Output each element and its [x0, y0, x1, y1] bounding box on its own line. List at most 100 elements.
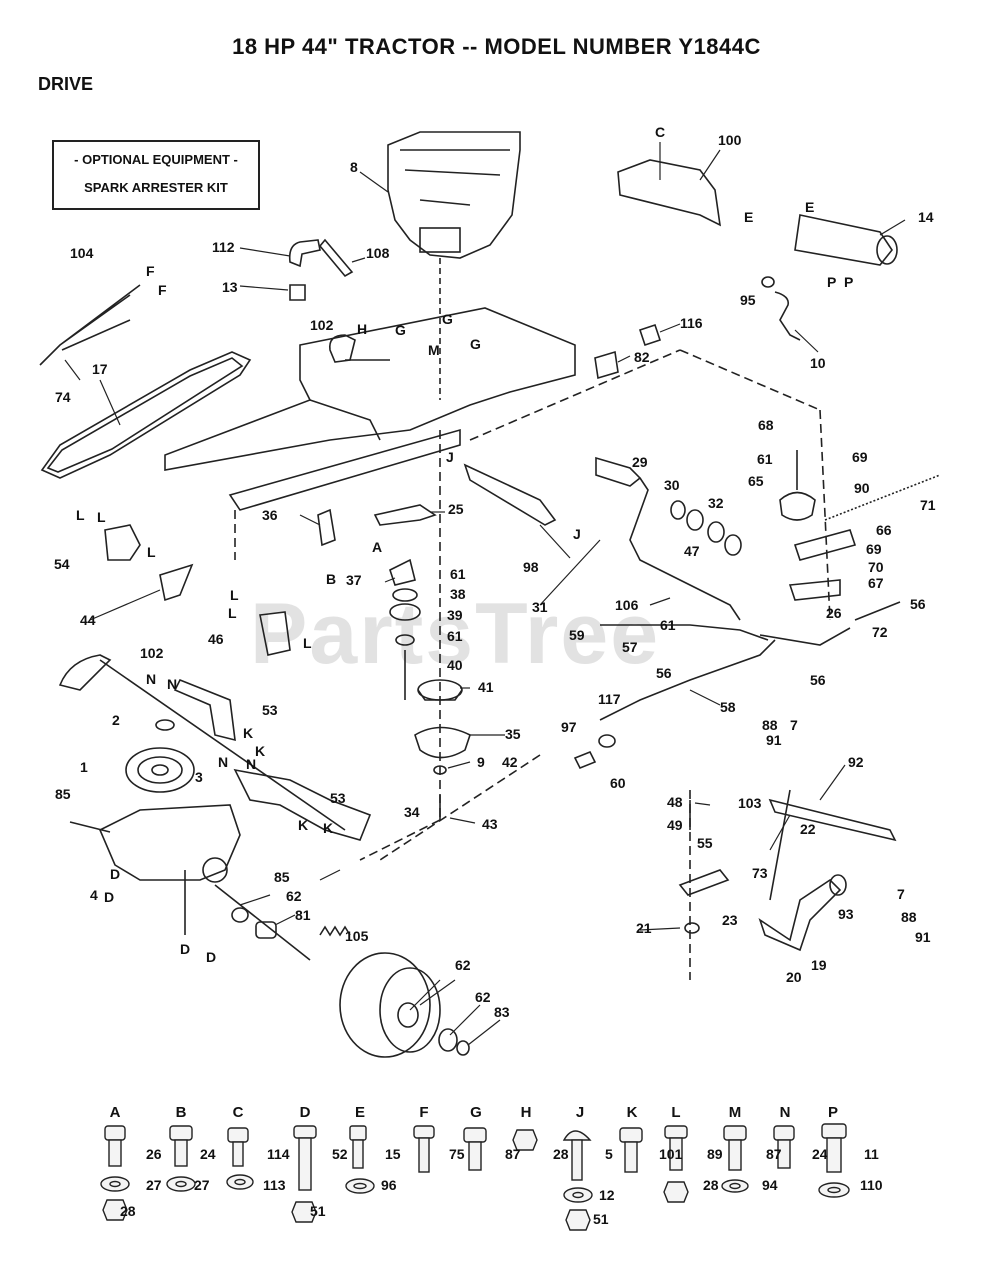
part-callout-c60: 60 [610, 775, 626, 791]
part-callout-c8: 8 [350, 159, 358, 175]
hardware-part-number: 24 [812, 1146, 828, 1162]
part-callout-c19: 19 [811, 957, 827, 973]
part-callout-c3: 3 [195, 769, 203, 785]
part-callout-cK1: K [243, 725, 254, 741]
hardware-letter-D: D [299, 1104, 311, 1121]
hardware-part-number: 114 [267, 1146, 290, 1162]
part-callout-c88b: 88 [901, 909, 917, 925]
part-callout-c117: 117 [598, 691, 621, 707]
part-callout-c1: 1 [80, 759, 88, 775]
part-callout-cH: H [357, 321, 368, 337]
part-callout-cN4: N [246, 756, 257, 772]
part-callout-c93: 93 [838, 906, 854, 922]
part-callout-c39: 39 [447, 607, 463, 623]
transaxle-pulley-shape [125, 719, 195, 793]
part-callout-c36: 36 [262, 507, 278, 523]
hardware-part-number: 11 [864, 1146, 879, 1162]
part-callout-c74: 74 [55, 389, 71, 405]
watermark-text: PartsTree [250, 586, 661, 682]
part-callout-c102a: 102 [310, 317, 334, 333]
part-callout-c44: 44 [80, 612, 96, 628]
part-callout-c30: 30 [664, 477, 680, 493]
part-callout-c66: 66 [876, 522, 892, 538]
part-callout-c61a: 61 [757, 451, 773, 467]
hardware-part-number: 96 [381, 1177, 397, 1193]
part-callout-c68: 68 [758, 417, 774, 433]
part-callout-c72: 72 [872, 624, 888, 640]
part-callout-c104: 104 [70, 245, 94, 261]
shift-lever-shape [595, 456, 741, 621]
bracket-lower-shape [233, 768, 372, 841]
part-callout-c54: 54 [54, 556, 70, 572]
part-callout-c7a: 7 [790, 717, 798, 733]
hardware-part-number: 27 [194, 1177, 210, 1193]
hardware-part-number: 87 [766, 1146, 782, 1162]
part-callout-c116: 116 [680, 315, 703, 331]
hardware-letter-C: C [232, 1104, 244, 1121]
part-callout-c61c: 61 [447, 628, 463, 644]
part-callout-c81: 81 [295, 907, 311, 923]
part-callout-cF1: F [146, 263, 155, 279]
hardware-letter-F: F [419, 1104, 429, 1121]
part-callout-c71: 71 [920, 497, 936, 513]
part-callout-cJ1: J [446, 449, 454, 465]
hardware-letter-H: H [520, 1104, 532, 1121]
part-callout-c21: 21 [636, 920, 652, 936]
part-callout-c47: 47 [684, 543, 700, 559]
part-callout-c102b: 102 [140, 645, 164, 661]
part-callout-c83: 83 [494, 1004, 510, 1020]
part-callout-cG3: G [470, 336, 481, 352]
hardware-letter-K: K [626, 1104, 638, 1121]
part-callout-c65: 65 [748, 473, 764, 489]
hardware-part-number: 27 [146, 1177, 162, 1193]
part-callout-c49: 49 [667, 817, 683, 833]
hardware-icons [100, 1123, 850, 1231]
hardware-letter-N: N [779, 1104, 791, 1121]
part-callout-cB: B [326, 571, 337, 587]
hardware-letter-P: P [827, 1104, 838, 1121]
part-callout-cG1: G [395, 322, 406, 338]
part-callout-c59: 59 [569, 627, 585, 643]
optional-equipment-box: - OPTIONAL EQUIPMENT - SPARK ARRESTER KI… [52, 140, 260, 210]
part-callout-c56a: 56 [910, 596, 926, 612]
hardware-part-number: 28 [703, 1177, 719, 1193]
part-callout-c103: 103 [738, 795, 762, 811]
part-callout-cD4: D [206, 949, 217, 965]
part-callout-cD1: D [110, 866, 121, 882]
part-callout-c58: 58 [720, 699, 736, 715]
part-callout-cE2: E [805, 199, 815, 215]
part-callout-cD2: D [104, 889, 115, 905]
part-callout-c62b: 62 [455, 957, 471, 973]
part-callout-c85b: 85 [274, 869, 290, 885]
hardware-part-number: 28 [553, 1146, 569, 1162]
part-callout-c69a: 69 [852, 449, 868, 465]
engine-shape [387, 131, 521, 400]
part-callout-cL4: L [230, 587, 239, 603]
part-callout-c105: 105 [345, 928, 369, 944]
section-label: DRIVE [38, 74, 94, 94]
part-callout-cL1: L [76, 507, 85, 523]
part-callout-c85a: 85 [55, 786, 71, 802]
part-callout-c48: 48 [667, 794, 683, 810]
part-callout-cP1: P [827, 274, 837, 290]
hardware-part-number: 52 [332, 1146, 348, 1162]
part-callout-c41: 41 [478, 679, 494, 695]
part-callout-c13: 13 [222, 279, 238, 295]
part-callout-cK3: K [298, 817, 309, 833]
part-callout-c112: 112 [212, 239, 235, 255]
part-callout-c20: 20 [786, 969, 802, 985]
part-callout-c98: 98 [523, 559, 539, 575]
part-callout-cN2: N [167, 676, 178, 692]
part-callout-c70: 70 [868, 559, 884, 575]
part-callout-c61d: 61 [660, 617, 676, 633]
part-callout-c62a: 62 [286, 888, 302, 904]
part-callout-c67: 67 [868, 575, 884, 591]
part-callout-cJ2: J [573, 526, 581, 542]
part-callout-cA: A [372, 539, 383, 555]
part-callout-c38: 38 [450, 586, 466, 602]
part-callout-c106: 106 [615, 597, 639, 613]
part-callout-c37: 37 [346, 572, 362, 588]
part-callout-c32: 32 [708, 495, 724, 511]
hardware-part-number: 94 [762, 1177, 778, 1193]
part-callout-c17: 17 [92, 361, 108, 377]
